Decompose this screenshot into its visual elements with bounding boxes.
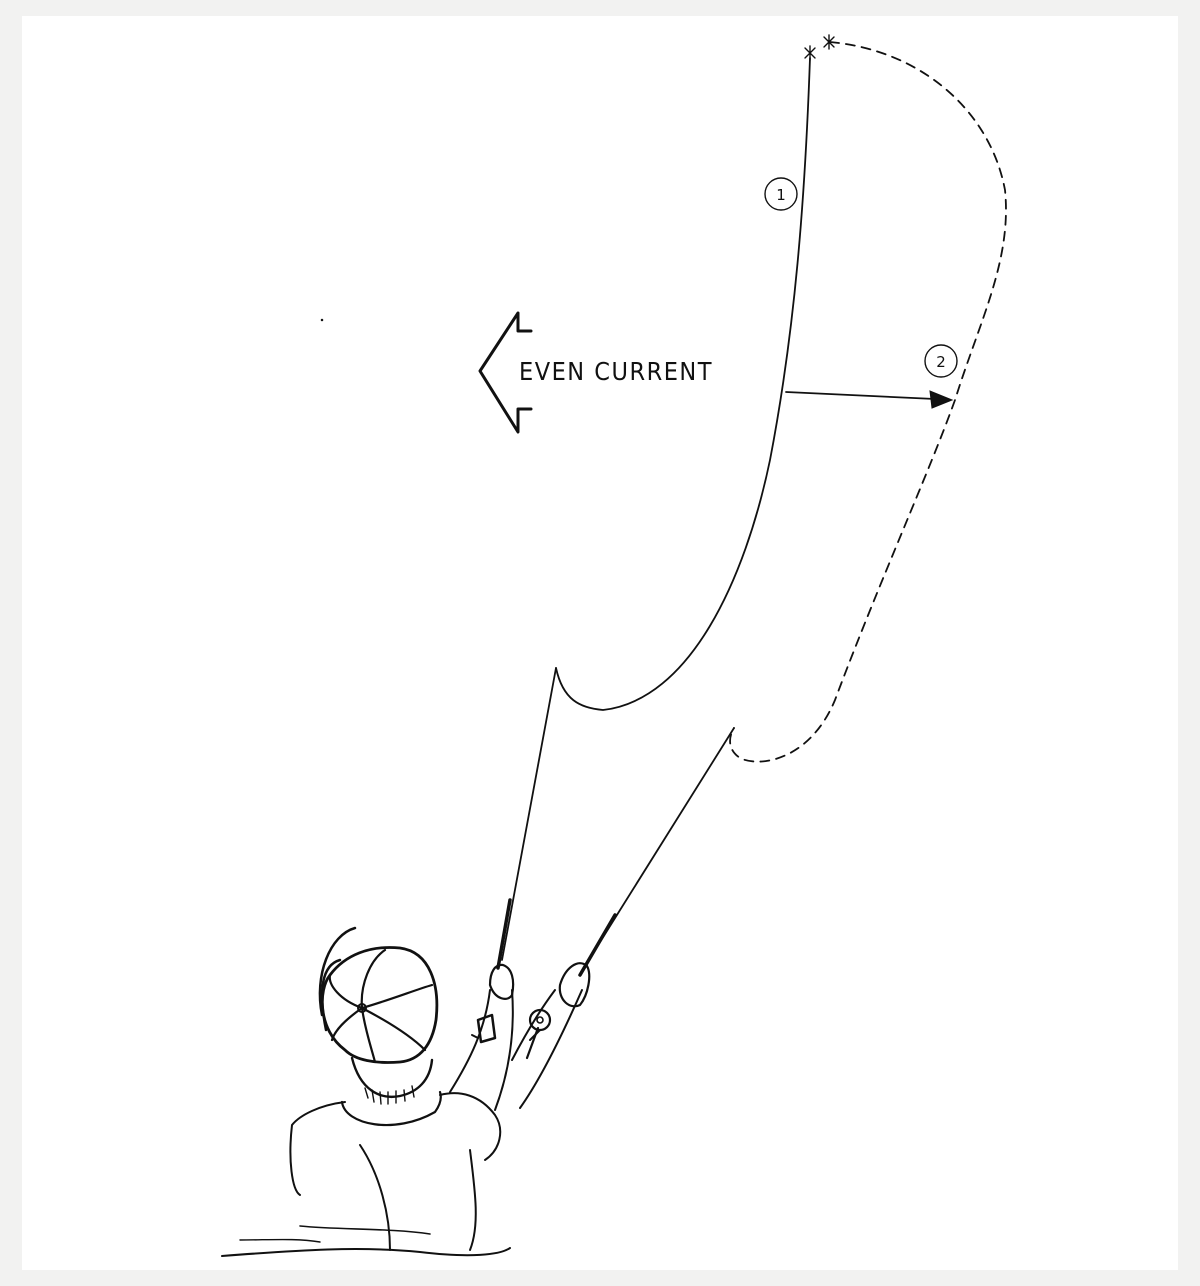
marker-2: 2 bbox=[924, 344, 958, 378]
fly-marker-2-icon bbox=[823, 34, 835, 50]
fly-rod-position-2 bbox=[578, 727, 735, 977]
mend-arrowhead-icon bbox=[929, 390, 954, 409]
mend-arrow bbox=[785, 390, 954, 409]
line-position-1 bbox=[555, 45, 816, 711]
current-arrow-icon bbox=[478, 311, 533, 434]
angler-illustration bbox=[221, 318, 591, 1257]
marker-1: 1 bbox=[764, 177, 798, 211]
fly-rod-position-1 bbox=[496, 667, 557, 970]
diagram-frame bbox=[22, 16, 1178, 1270]
current-label: EVEN CURRENT bbox=[519, 357, 713, 386]
fly-marker-1-icon bbox=[804, 45, 816, 61]
svg-text:2: 2 bbox=[936, 353, 946, 371]
line-position-2 bbox=[729, 34, 1007, 763]
svg-text:1: 1 bbox=[776, 186, 786, 204]
